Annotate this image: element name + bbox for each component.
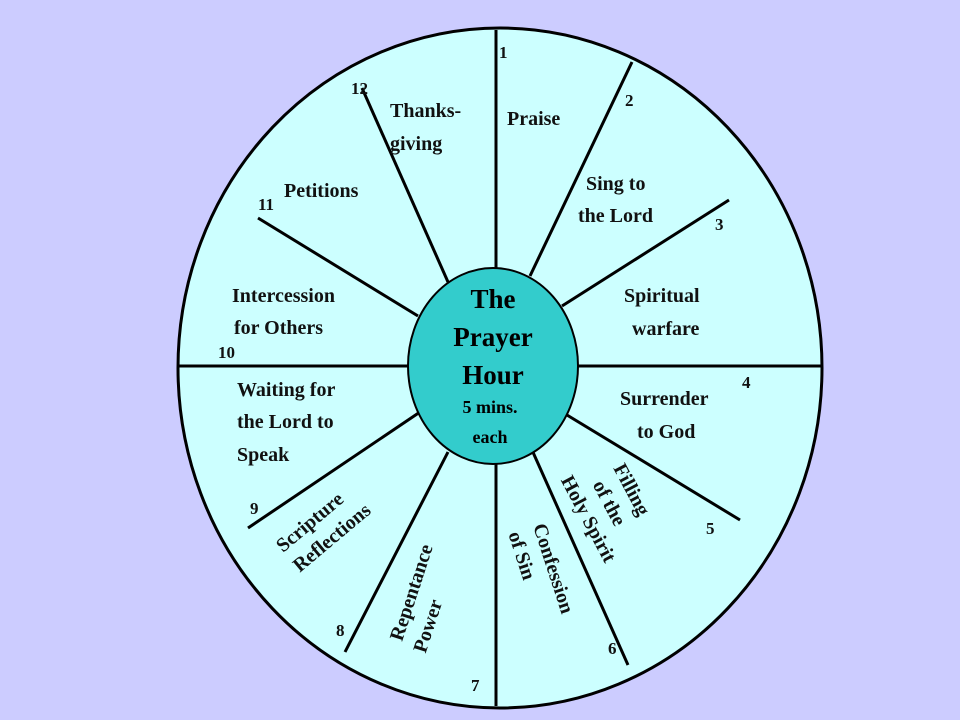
number-3: 3 [715, 215, 724, 234]
segment-3-line-1: Spiritual [624, 285, 700, 307]
number-7: 7 [471, 676, 480, 695]
number-6: 6 [608, 639, 617, 658]
segment-1-line-1: Praise [507, 108, 560, 130]
number-2: 2 [625, 91, 634, 110]
spoke-6 [530, 449, 630, 666]
segment-12-line-1: Thanks- [390, 100, 461, 122]
center-title-line1: The [470, 284, 515, 314]
segment-3-line-2: warfare [632, 318, 699, 340]
spoke-8 [343, 451, 450, 653]
spoke-12 [360, 87, 450, 283]
spoke-11 [257, 216, 419, 318]
segment-10-line-2: for Others [234, 317, 323, 339]
spoke-5 [561, 410, 741, 522]
center-title-line2: Prayer [453, 322, 532, 352]
spoke-3 [561, 198, 730, 308]
number-11: 11 [258, 195, 274, 214]
number-1: 1 [499, 43, 508, 62]
spoke-2 [528, 61, 634, 277]
center-text: The Prayer Hour 5 mins. each [453, 284, 532, 447]
segment-2-line-1: Sing to [586, 173, 645, 195]
segment-4-line-2: to God [637, 421, 695, 443]
center-sub-line2: each [473, 427, 508, 447]
center-sub-line1: 5 mins. [462, 397, 517, 417]
number-5: 5 [706, 519, 715, 538]
center-title-line3: Hour [462, 360, 524, 390]
segment-numbers: 1 2 3 4 5 6 7 8 9 10 11 12 [218, 43, 751, 695]
number-12: 12 [351, 79, 368, 98]
number-4: 4 [742, 373, 751, 392]
spoke-9 [247, 410, 421, 530]
segment-11-line-1: Petitions [284, 180, 359, 202]
segment-12-line-2: giving [390, 133, 442, 155]
segment-9-line-1: Waiting for [237, 379, 335, 401]
segment-9-line-2: the Lord to [237, 411, 334, 433]
spokes [178, 30, 822, 706]
segment-2-line-2: the Lord [578, 205, 653, 227]
number-8: 8 [336, 621, 345, 640]
number-10: 10 [218, 343, 235, 362]
segment-9-line-3: Speak [237, 444, 290, 466]
number-9: 9 [250, 499, 259, 518]
segment-4-line-1: Surrender [620, 388, 709, 410]
segment-10-line-1: Intercession [232, 285, 335, 307]
center-hub [407, 267, 579, 465]
